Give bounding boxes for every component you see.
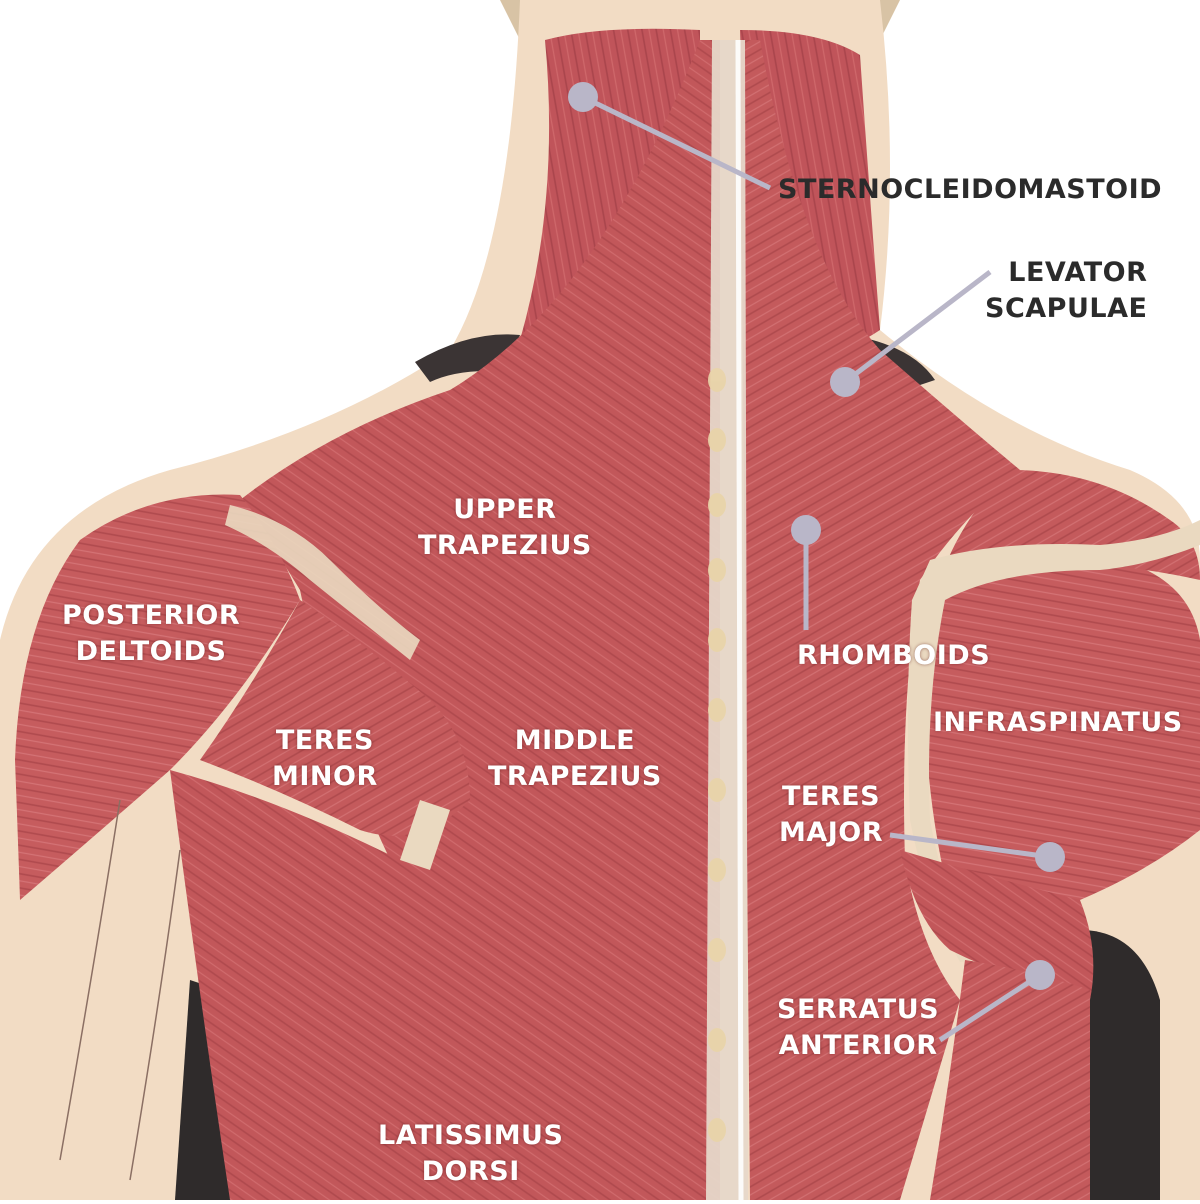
label-middle-trapezius: MIDDLE TRAPEZIUS (488, 725, 662, 792)
teres-minor (200, 600, 470, 836)
label-rhomboids: RHOMBOIDS (797, 640, 991, 671)
infraspinatus (924, 550, 1200, 915)
pointer-dots (568, 82, 1065, 990)
label-levator-scapulae: LEVATOR SCAPULAE (985, 257, 1148, 324)
label-teres-minor: TERES MINOR (272, 725, 378, 792)
pointer-lines (581, 94, 1051, 1043)
label-infraspinatus: INFRASPINATUS (933, 707, 1183, 738)
label-sternocleidomastoid: STERNOCLEIDOMASTOID (778, 174, 1163, 205)
label-posterior-deltoids: POSTERIOR DELTOIDS (62, 600, 241, 667)
trapezius-left (240, 40, 720, 1200)
posterior-deltoid (15, 494, 300, 900)
label-upper-trapezius: UPPER TRAPEZIUS (418, 494, 592, 561)
label-serratus-anterior: SERRATUS ANTERIOR (777, 994, 940, 1061)
trapezius-right (740, 40, 1020, 1200)
label-latissimus-dorsi: LATISSIMUS DORSI (378, 1120, 564, 1187)
label-teres-major: TERES MAJOR (779, 781, 884, 848)
latissimus-dorsi-left (170, 770, 600, 1200)
